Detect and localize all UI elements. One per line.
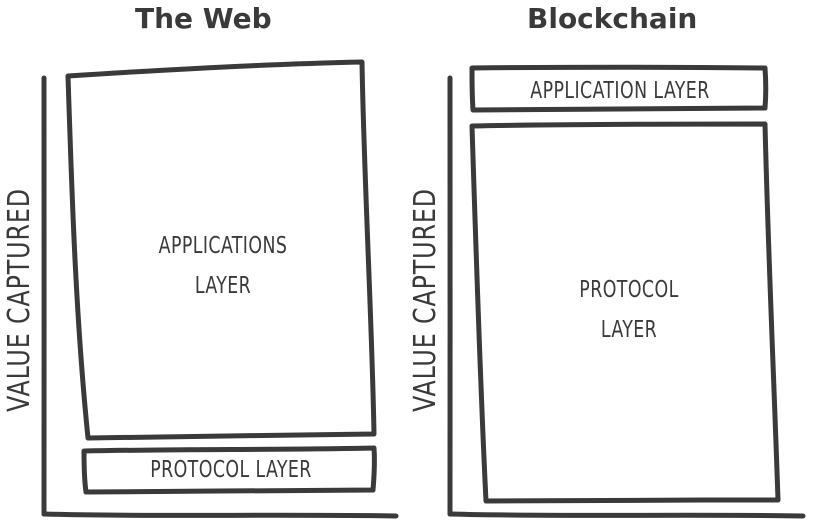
web-protocol-layer-line-1: PROTOCOL LAYER [150,457,312,483]
web-axis-label: VALUE CAPTURED [2,188,37,412]
web-x-axis [41,511,399,519]
web-panel-title: The Web [135,2,272,35]
chain-x-axis [447,511,806,519]
web-protocol-layer-label: PROTOCOL LAYER [109,452,353,488]
web-applications-layer-line-1: APPLICATIONS [158,233,288,259]
web-applications-layer-label: APPLICATIONS LAYER [126,226,319,306]
chain-y-axis [447,75,453,517]
blockchain-protocol-layer-label: PROTOCOL LAYER [532,270,725,350]
blockchain-application-layer-line-1: APPLICATION LAYER [530,78,710,104]
blockchain-protocol-layer-line-2: LAYER [600,317,658,343]
blockchain-protocol-layer-line-1: PROTOCOL [579,277,679,303]
web-applications-layer-line-2: LAYER [194,273,252,299]
blockchain-application-layer-label: APPLICATION LAYER [499,72,741,110]
web-y-axis [41,75,47,517]
blockchain-axis-label: VALUE CAPTURED [408,188,443,412]
blockchain-panel-title: Blockchain [527,2,698,35]
